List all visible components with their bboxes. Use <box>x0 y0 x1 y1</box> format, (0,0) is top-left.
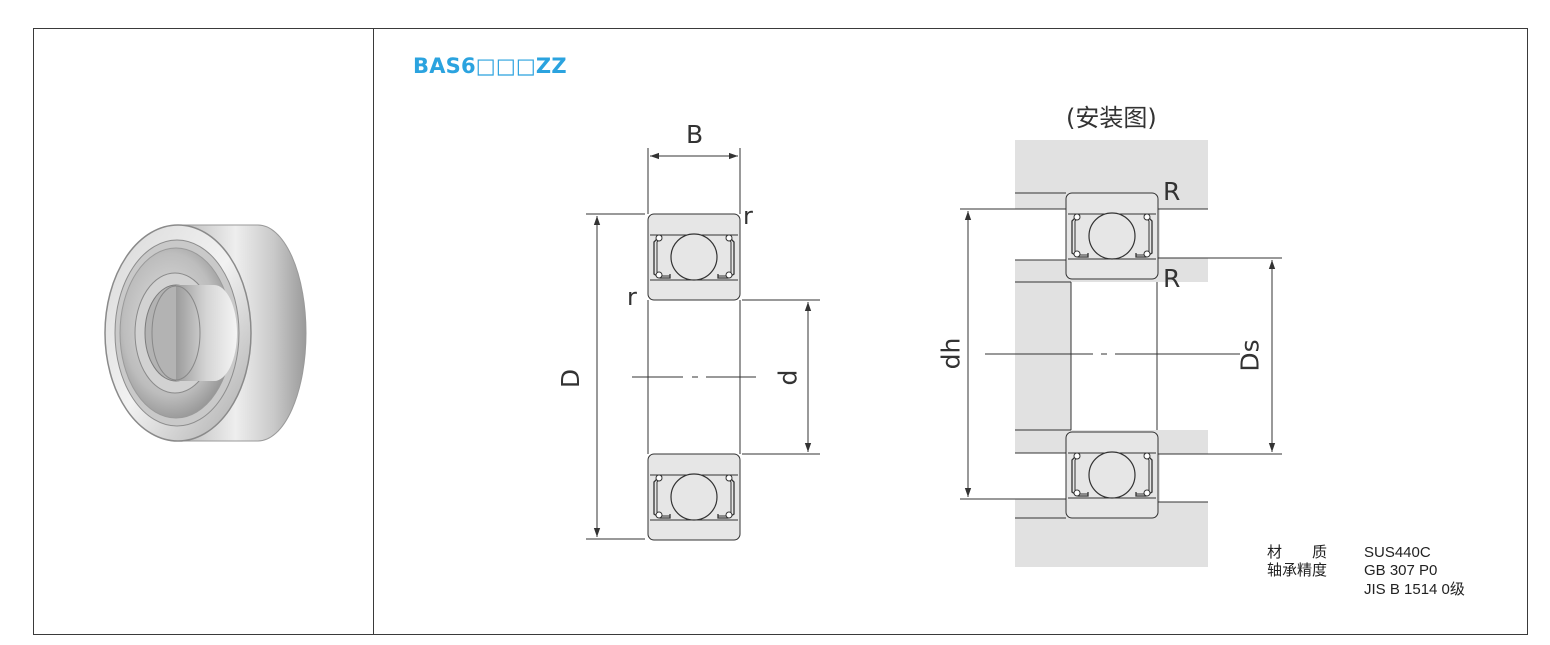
precision-value-jis: JIS B 1514 0级 <box>1364 581 1465 598</box>
dim-label-Ds: Ds <box>1235 339 1265 372</box>
dim-label-d: d <box>773 369 803 386</box>
bearing-photo <box>104 224 307 442</box>
dim-label-dh: dh <box>936 337 966 370</box>
install-diagram-label: (安装图) <box>1066 104 1157 132</box>
mounting-drawing <box>960 140 1282 567</box>
dim-label-D: D <box>556 368 586 389</box>
precision-label: 轴承精度 <box>1267 562 1328 579</box>
material-label: 材 质 <box>1267 544 1328 561</box>
precision-value-gb: GB 307 P0 <box>1364 562 1438 579</box>
dim-label-R-bottom: R <box>1163 264 1181 293</box>
dim-label-B: B <box>686 120 704 149</box>
material-value: SUS440C <box>1364 544 1431 561</box>
outer-frame <box>33 28 1528 635</box>
dim-label-r-left: r <box>627 283 637 311</box>
column-divider <box>373 28 374 635</box>
model-title: BAS6□□□ZZ <box>413 54 567 78</box>
bearing-section-view <box>586 148 820 541</box>
dim-label-r-top: r <box>743 202 753 230</box>
dim-label-R-top: R <box>1163 177 1181 206</box>
